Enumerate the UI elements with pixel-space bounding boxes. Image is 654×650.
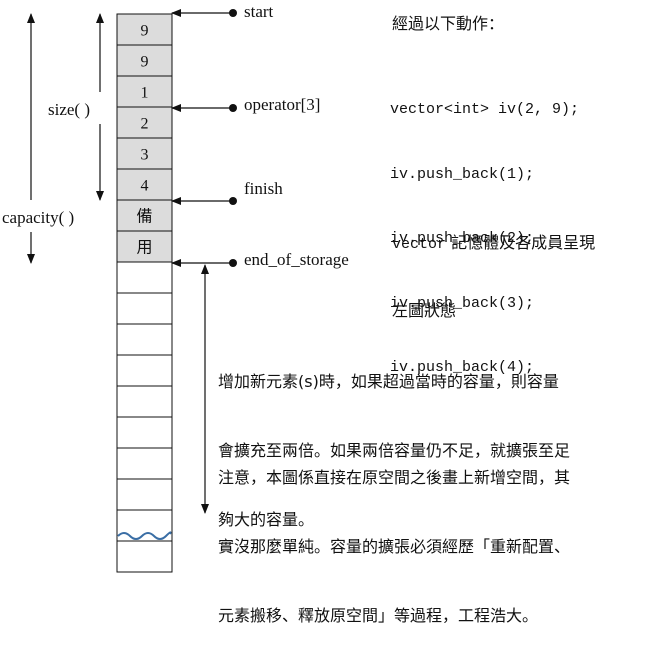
memory-break-line bbox=[117, 531, 172, 540]
code-line: iv.push_back(2); bbox=[390, 230, 535, 247]
operations-header: 經過以下動作： bbox=[392, 14, 505, 33]
memory-cell-value: 1 bbox=[141, 85, 149, 102]
operator-pointer-dot bbox=[229, 104, 237, 112]
finish-label: finish bbox=[244, 179, 283, 198]
memory-cells: 9 9 1 2 3 4 備用 bbox=[116, 13, 173, 573]
memory-cell-value: 4 bbox=[141, 178, 149, 195]
memory-cell-value: 9 bbox=[141, 54, 149, 71]
capacity-label: capacity( ) bbox=[2, 208, 74, 227]
memory-cell-empty bbox=[116, 447, 173, 480]
memory-cell-value: 2 bbox=[141, 116, 149, 133]
vector-state-line: 左圖狀態 bbox=[392, 301, 457, 320]
code-block: vector<int> iv(2, 9); iv.push_back(1); i… bbox=[390, 56, 579, 400]
end-of-storage-pointer-dot bbox=[229, 259, 237, 267]
memory-cell-empty bbox=[116, 509, 173, 542]
end-of-storage-pointer: end_of_storage bbox=[171, 250, 349, 269]
memory-cell-empty bbox=[116, 354, 173, 387]
vector-state-text: 記憶體及各成員呈現 bbox=[446, 233, 596, 252]
vector-state-note: vector 記憶體及各成員呈現 左圖狀態 bbox=[392, 188, 595, 344]
memory-cell-empty bbox=[116, 385, 173, 418]
memory-cell-filled bbox=[116, 44, 173, 77]
caution-note-line: 實沒那麼單純。容量的擴張必須經歷「重新配置、 bbox=[218, 537, 571, 556]
finish-pointer-dot bbox=[229, 197, 237, 205]
code-line: iv.push_back(1); bbox=[390, 165, 535, 183]
size-label: size( ) bbox=[48, 100, 90, 119]
memory-cell-value: 3 bbox=[141, 147, 149, 164]
start-label: start bbox=[244, 2, 274, 21]
finish-pointer: finish bbox=[171, 179, 283, 205]
growth-note: 增加新元素(s)時，如果超過當時的容量，則容量 會擴充至兩倍。如果兩倍容量仍不足… bbox=[218, 324, 570, 554]
growth-note-line: 會擴充至兩倍。如果兩倍容量仍不足，就擴張至足 bbox=[218, 441, 571, 460]
memory-cell-filled bbox=[116, 168, 173, 201]
memory-cell-empty bbox=[116, 292, 173, 325]
code-line: iv.push_back(3); bbox=[390, 294, 535, 312]
growth-note-line: 增加新元素(s)時，如果超過當時的容量，則容量 bbox=[218, 372, 559, 391]
code-line: iv.push_back(4); bbox=[390, 359, 535, 376]
caution-note-line: 元素搬移、釋放原空間」等過程，工程浩大。 bbox=[218, 606, 539, 625]
memory-cell-value: 用 bbox=[136, 240, 152, 257]
capacity-span: capacity( ) bbox=[2, 13, 74, 264]
operator-pointer: operator[3] bbox=[171, 95, 320, 114]
vector-state-line: vector 記憶體及各成員呈現 bbox=[392, 232, 595, 256]
vector-keyword: vector bbox=[392, 236, 447, 253]
memory-cell-empty bbox=[116, 416, 173, 449]
operator-label: operator[3] bbox=[244, 95, 320, 114]
memory-cell-empty bbox=[116, 540, 173, 573]
memory-cell-value: 9 bbox=[141, 23, 149, 40]
size-span: size( ) bbox=[48, 13, 104, 201]
code-line: vector<int> iv(2, 9); bbox=[390, 101, 580, 118]
end-of-storage-label: end_of_storage bbox=[244, 250, 349, 269]
memory-cell-filled bbox=[116, 13, 173, 46]
memory-cell-empty bbox=[116, 478, 173, 511]
memory-cell-filled bbox=[116, 230, 173, 263]
memory-cell-empty bbox=[116, 261, 173, 294]
caution-note: 注意，本圖係直接在原空間之後畫上新增空間，其 實沒那麼單純。容量的擴張必須經歷「… bbox=[218, 420, 570, 650]
start-pointer-dot bbox=[229, 9, 237, 17]
growth-note-line: 夠大的容量。 bbox=[218, 510, 315, 529]
memory-cell-empty bbox=[116, 323, 173, 356]
vector-memory-diagram: 9 9 1 2 3 4 備用 start operator[3] finish end_of… bbox=[2, 2, 349, 573]
start-pointer: start bbox=[171, 2, 274, 21]
caution-note-line: 注意，本圖係直接在原空間之後畫上新增空間，其 bbox=[218, 468, 571, 487]
memory-cell-filled bbox=[116, 199, 173, 232]
memory-cell-value: 備 bbox=[136, 208, 152, 226]
